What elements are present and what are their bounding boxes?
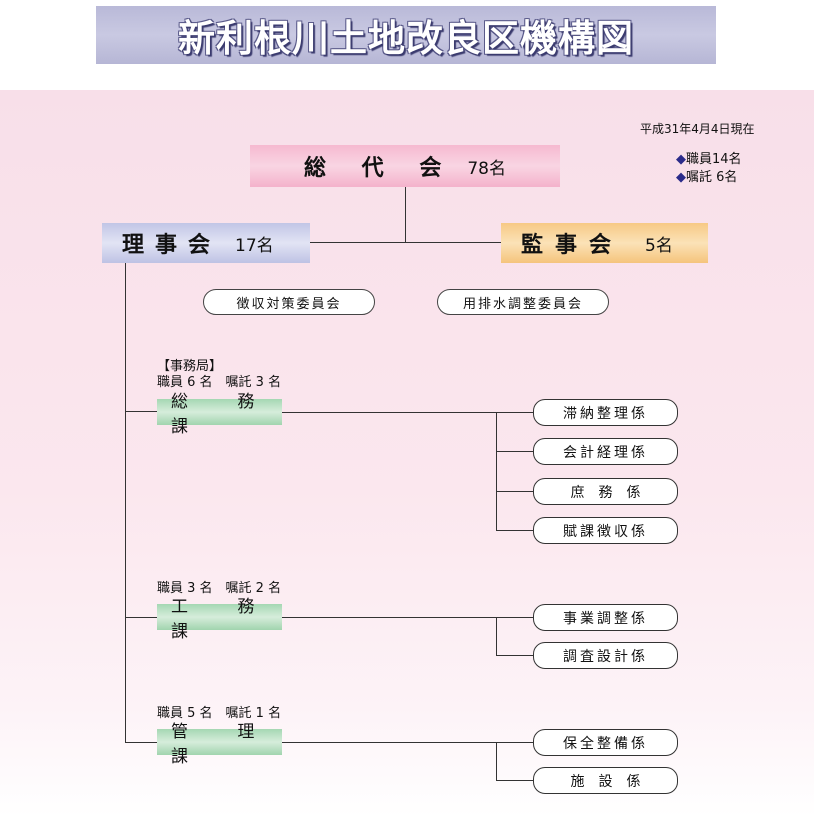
section-box: 保全整備係 [533,729,678,756]
connector-assembly-down [405,187,406,242]
board-count: 17名 [235,235,274,256]
secretariat-label: 【事務局】 [157,359,223,374]
dept-staff-note: 職員 3 名 嘱託 2 名 [157,581,282,596]
board-label: 理事会 [122,233,222,258]
connector-dept3-out [282,742,533,743]
section-box: 滞納整理係 [533,399,678,426]
connector-sec2-2 [496,655,533,656]
connector-dept1 [125,411,157,412]
connector-sec1-2 [496,451,533,452]
diamond-icon: ◆ [676,170,686,185]
committee-collection: 徴収対策委員会 [203,289,375,315]
staff-summary-text: 嘱託 6名 [686,170,738,185]
dept-general-affairs: 総 務 課 [157,392,282,437]
connector-dept2-out [282,617,533,618]
section-box: 調査設計係 [533,642,678,669]
auditors-label: 監事会 [521,233,624,258]
staff-summary-contract: ◆嘱託 6名 [676,166,737,185]
connector-dept3-branch [496,742,497,780]
as-of-date: 平成31年4月4日現在 [640,122,755,136]
general-assembly-count: 78名 [467,158,506,179]
diamond-icon: ◆ [676,152,686,167]
connector-sec1-3 [496,491,533,492]
committee-water-adjustment: 用排水調整委員会 [437,289,609,315]
connector-dept1-out [282,412,533,413]
auditors-count: 5名 [645,235,673,256]
dept-staff-note: 職員 5 名 嘱託 1 名 [157,706,282,721]
title-banner: 新利根川土地改良区機構図 [96,6,716,64]
connector-sec1-4 [496,530,533,531]
dept-management: 管 理 課 [157,722,282,767]
connector-dept2 [125,617,157,618]
general-assembly-label: 総 代 会 [304,156,456,181]
connector-board-trunk [125,263,126,742]
chart-panel [0,90,814,817]
staff-summary-staff: ◆職員14名 [676,148,742,167]
staff-summary-text: 職員14名 [686,152,742,167]
secretariat-note: 【事務局】 職員 6 名 嘱託 3 名 [157,359,281,391]
connector-dept2-branch [496,617,497,655]
connector-dept3 [125,742,157,743]
section-box: 賦課徴収係 [533,517,678,544]
connector-sec3-2 [496,780,533,781]
dept-staff-note: 職員 6 名 嘱託 3 名 [157,375,282,390]
page-title: 新利根川土地改良区機構図 [178,16,634,60]
section-box: 事業調整係 [533,604,678,631]
board-box: 理事会 17名 [102,223,310,263]
section-box: 施 設 係 [533,767,678,794]
dept-engineering: 工 務 課 [157,597,282,642]
connector-dept1-branch [496,412,497,530]
connector-board-auditors [310,242,501,243]
auditors-box: 監事会 5名 [501,223,708,263]
section-box: 庶 務 係 [533,478,678,505]
general-assembly-box: 総 代 会 78名 [250,145,560,187]
section-box: 会計経理係 [533,438,678,465]
